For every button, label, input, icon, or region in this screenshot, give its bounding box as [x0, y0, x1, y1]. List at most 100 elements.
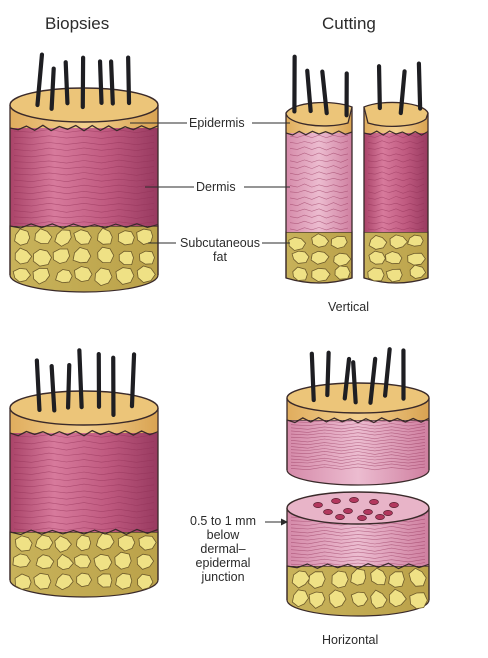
dermis-fiber [13, 159, 155, 164]
dermis-fiber [290, 457, 426, 461]
fat-lobule [117, 230, 135, 246]
dermis-fiber [289, 177, 349, 181]
dermis-fiber [13, 446, 155, 451]
dermis-fiber [290, 525, 426, 530]
biopsy-cylinder-top [9, 52, 159, 293]
dermis-fiber [13, 502, 155, 506]
fat-lobule [115, 267, 135, 285]
horizontal-cut-bottom-piece [286, 491, 430, 617]
fat-lobule [350, 591, 369, 607]
dermis-fiber [367, 190, 425, 194]
dermis-fiber [13, 471, 155, 476]
fat-lobule [368, 235, 388, 250]
dermis-fiber [13, 477, 155, 482]
fat-lobule [385, 268, 403, 283]
dermis-fiber [289, 220, 349, 225]
hair-strand [63, 60, 70, 106]
dermis-fiber [367, 158, 425, 163]
dermis-fiber [13, 135, 155, 139]
dermis-fiber [367, 196, 425, 200]
dermis-fiber [367, 171, 425, 175]
dermis-fiber [290, 441, 426, 446]
fat-lobule [331, 570, 349, 589]
dermis-fiber [13, 489, 155, 494]
half-outline [285, 107, 353, 278]
fat-lobule [407, 234, 424, 247]
hair-strand [309, 351, 316, 403]
hair-strand [382, 347, 392, 398]
dermis-fiber [13, 508, 155, 513]
fat-lobule [93, 553, 113, 572]
vertical-cut-right-half [363, 61, 429, 284]
fat-lobule [370, 589, 388, 609]
fat-lobule [308, 571, 326, 589]
depth-line5: junction [201, 570, 245, 584]
fat-lobule [52, 248, 71, 264]
epidermis-dermis-boundary [285, 130, 353, 136]
follicle-cross-section [389, 502, 399, 508]
dermis-fiber [290, 547, 426, 552]
hair-strand [77, 348, 84, 410]
hair-strand [376, 64, 382, 111]
cut-dermis-face [286, 491, 430, 525]
dermis-fiber [290, 558, 426, 563]
fat-lobule [54, 535, 72, 553]
depth-line1: 0.5 to 1 mm [190, 514, 256, 528]
fat-lobule [14, 228, 31, 246]
fat-lobule [385, 251, 403, 265]
hair-strand [129, 352, 137, 409]
dermis-fiber [289, 171, 349, 176]
dermis-fiber [290, 529, 426, 534]
dermis-fiber [367, 208, 425, 213]
fat-lobule [328, 589, 347, 609]
dermis-fiber [13, 483, 155, 488]
fat-lobule [350, 568, 367, 586]
hair-strand [49, 364, 57, 413]
fat-lobule [55, 573, 74, 591]
follicle-cross-section [323, 509, 333, 515]
dermis-fiber [13, 190, 155, 195]
dermis-fiber [290, 537, 426, 541]
depth-line4: epidermal [195, 556, 251, 570]
dermis-fiber [290, 423, 426, 427]
vertical-cut-left-half [285, 54, 353, 284]
fat-lobule [311, 233, 330, 248]
dermis-fiber [289, 183, 349, 188]
follicle-cross-section [313, 502, 323, 508]
follicle-cross-section [343, 508, 353, 514]
hair-strand [342, 356, 352, 401]
fat-lobule [32, 248, 52, 267]
fat-lobule [370, 567, 387, 586]
dermis-fiber [290, 551, 426, 556]
dermis-fiber [13, 434, 155, 438]
dermis-fiber [13, 496, 155, 500]
dermis-fiber [367, 202, 425, 207]
fat-lobule [334, 265, 351, 280]
dermis-fiber [367, 146, 425, 151]
hair-strand [305, 68, 313, 114]
fat-lobule [114, 551, 132, 570]
follicle-cross-section [383, 510, 393, 516]
fat-lobule [12, 553, 31, 568]
hair-strand [35, 52, 45, 108]
dermis-fiber [290, 466, 426, 471]
fat-lobule [291, 589, 309, 608]
dermis-fiber [13, 208, 155, 213]
fat-lobule [54, 229, 72, 247]
dermis-fat-boundary [9, 528, 159, 536]
fat-lobule [97, 227, 113, 245]
dermis-fiber [290, 460, 426, 464]
epidermis-dermis-boundary [363, 130, 429, 136]
fat-lobule [118, 250, 134, 265]
fat-lobule [115, 572, 133, 590]
skin-surface-top [9, 390, 159, 426]
fat-lobule [73, 229, 92, 245]
dermis-fiber [289, 134, 349, 139]
dermis-fiber [290, 438, 426, 443]
cutting-header: Cutting [322, 14, 376, 33]
dermis-fiber [290, 463, 426, 467]
hair-strand [49, 66, 56, 111]
dermis-fiber [290, 533, 426, 537]
fat-lobule [34, 228, 53, 244]
fat-lobule [408, 567, 427, 587]
